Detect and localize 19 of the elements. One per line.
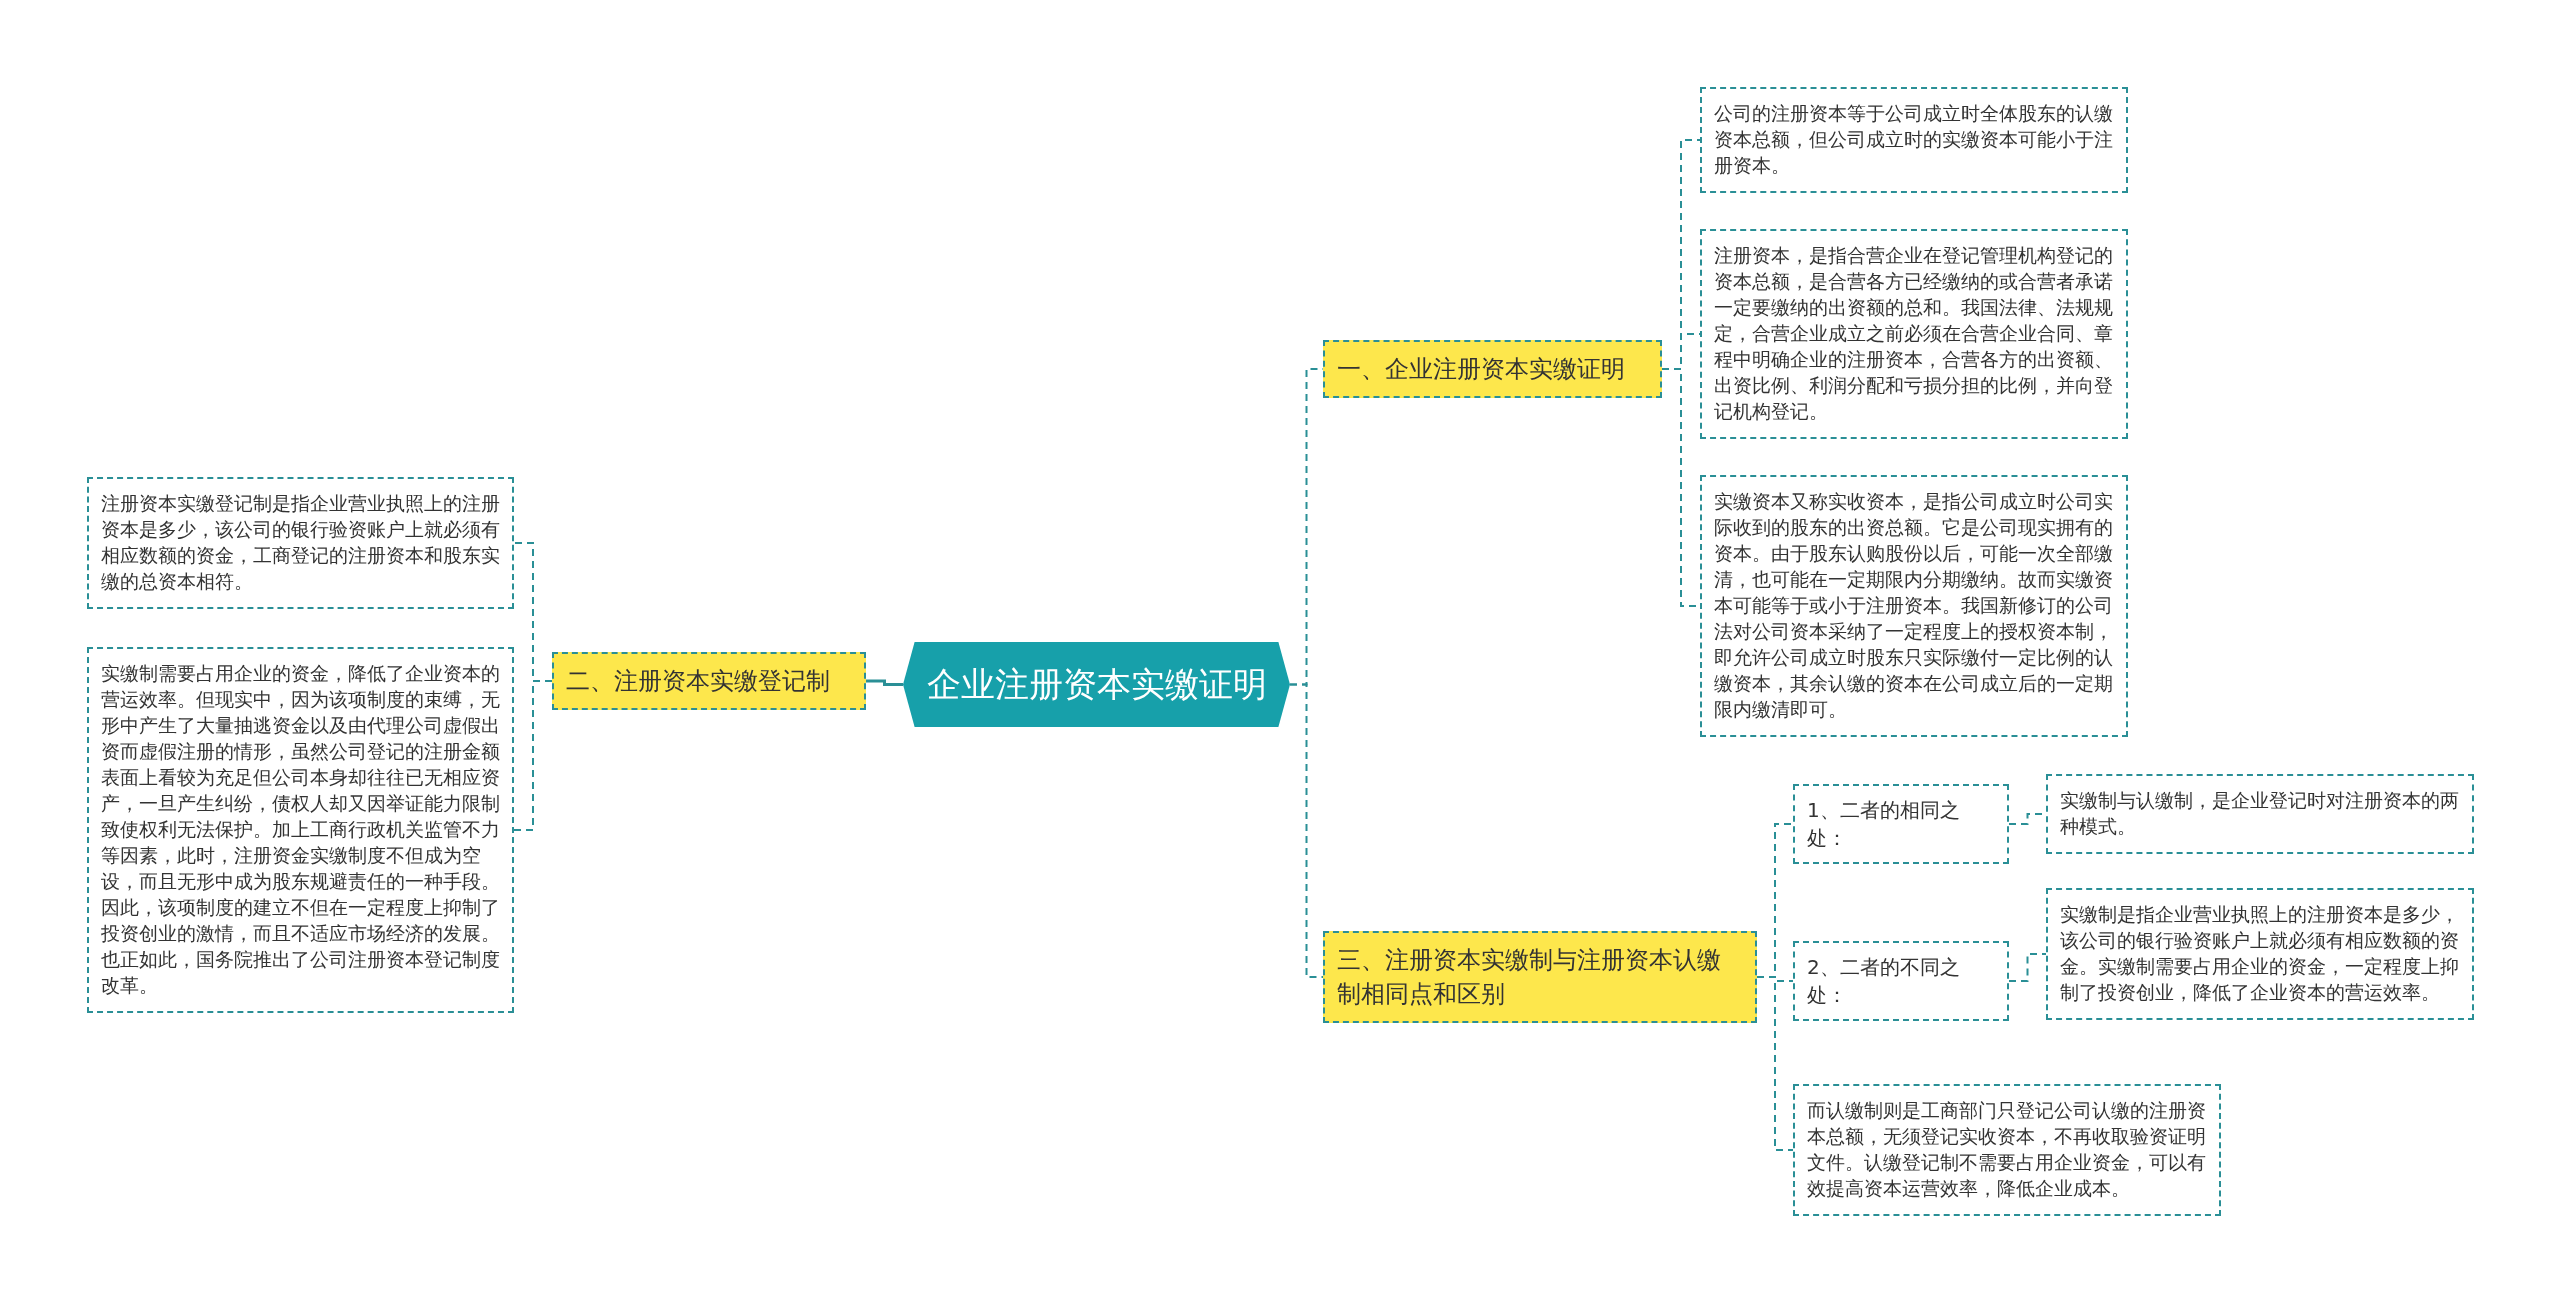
connector-line [2008,953,2047,982]
text-box: 注册资本实缴登记制是指企业营业执照上的注册资本是多少，该公司的银行验资账户上就必须有相应数额的资金，工商登记的注册资本和股东实缴的总资本相符。 [87,477,514,609]
connector-line [513,680,553,831]
central-topic: 企业注册资本实缴证明 [903,642,1290,727]
text-box: 实缴资本又称实收资本，是指公司成立时公司实际收到的股东的出资总额。它是公司现实拥有的资本。由于股东认购股份以后，可能一次全部缴清，也可能在一定期限内分期缴纳。故而实缴资本可能等于或小于注册资本。我国新修订的公司法对公司资本采纳了一定程度上的授权资本制，即允许公司成立时股东只实际缴付一定比例的认缴资本，其余认缴的资本在公司成立后的一定期限内缴清即可。 [1700,475,2128,737]
topic-box: 二、注册资本实缴登记制 [552,652,866,710]
text-box: 公司的注册资本等于公司成立时全体股东的认缴资本总额，但公司成立时的实缴资本可能小于注册资本。 [1700,87,2128,193]
text-box: 实缴制是指企业营业执照上的注册资本是多少，该公司的银行验资账户上就必须有相应数额的资金。实缴制需要占用企业的资金，一定程度上抑制了投资创业，降低了企业资本的营运效率。 [2046,888,2474,1020]
subtopic-box: 2、二者的不同之处： [1793,941,2009,1021]
text-box: 注册资本，是指合营企业在登记管理机构登记的资本总额，是合营各方已经缴纳的或合营者承诺一定要缴纳的出资额的总和。我国法律、法规规定，合营企业成立之前必须在合营企业合同、章程中明确企业的注册资本，合营各方的出资额、出资比例、利润分配和亏损分担的比例，并向登记机构登记。 [1700,229,2128,439]
connector-line [866,679,903,686]
connector-line [1289,683,1324,978]
text-box: 实缴制与认缴制，是企业登记时对注册资本的两种模式。 [2046,774,2474,854]
subtopic-box: 1、二者的相同之处： [1793,784,2009,864]
text-box: 而认缴制则是工商部门只登记公司认缴的注册资本总额，无须登记实收资本，不再收取验资证明文件。认缴登记制不需要占用企业资金，可以有效提高资本运营效率，降低企业成本。 [1793,1084,2221,1216]
text-box: 实缴制需要占用企业的资金，降低了企业资本的营运效率。但现实中，因为该项制度的束缚，无形中产生了大量抽逃资金以及由代理公司虚假出资而虚假注册的情形，虽然公司登记的注册金额表面上看较为充足但公司本身却往往已无相应资产，一旦产生纠纷，债权人却又因举证能力限制致使权利无法保护。加上工商行政机关监管不力等因素，此时，注册资金实缴制度不但成为空设，而且无形中成为股东规避责任的一种手段。因此，该项制度的建立不但在一定程度上抑制了投资创业的激情，而且不适应市场经济的发展。也正如此，国务院推出了公司注册资本登记制度改革。 [87,647,514,1013]
topic-box: 三、注册资本实缴制与注册资本认缴制相同点和区别 [1323,931,1757,1023]
connector-line [1756,976,1794,1151]
topic-box: 一、企业注册资本实缴证明 [1323,340,1662,398]
